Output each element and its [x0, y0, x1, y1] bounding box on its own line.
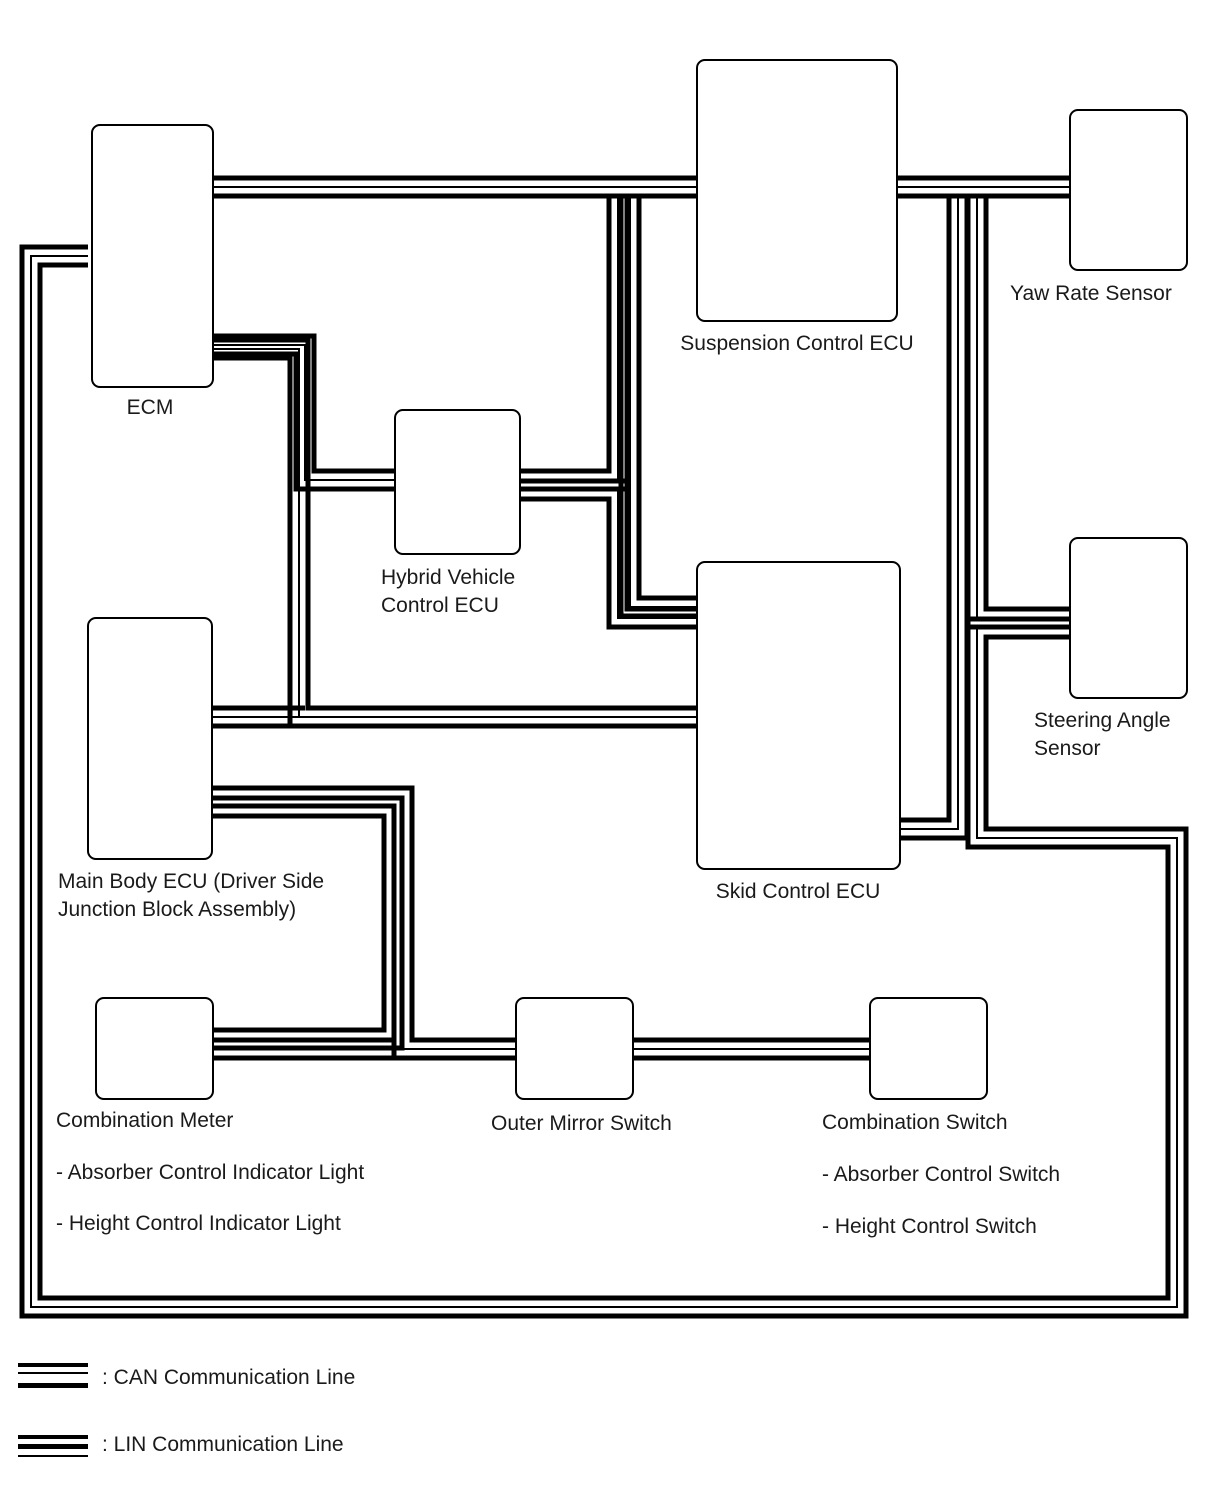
main-body-ecu-box — [87, 617, 213, 860]
bus-mirror-switch — [633, 1037, 870, 1061]
bus-yaw-steering — [965, 197, 1070, 630]
bus-yaw-steering-strand — [983, 197, 1070, 612]
skid-control-ecu-label: Skid Control ECU — [716, 880, 881, 903]
bus-ecm-suspension-top — [213, 175, 697, 199]
bus-hybrid-suspension-strand — [520, 197, 619, 481]
can-line-symbol — [18, 1363, 88, 1388]
hybrid-vehicle-control-ecu-label-line2: Control ECU — [381, 594, 499, 617]
outer-mirror-switch-label: Outer Mirror Switch — [491, 1112, 672, 1135]
bus-suspension-skid — [618, 197, 697, 619]
yaw-rate-sensor-box — [1069, 109, 1188, 271]
bus-hybrid-suspension — [520, 197, 630, 492]
hybrid-vehicle-control-ecu-label-line1: Hybrid Vehicle — [381, 566, 515, 589]
bus-ecm-skid — [213, 337, 697, 729]
combination-meter-box — [95, 997, 214, 1100]
switch-note-height: - Height Control Switch — [822, 1215, 1037, 1238]
bus-outer-loop-strand — [19, 244, 1189, 1319]
bus-suspension-yaw — [897, 175, 1070, 199]
main-body-ecu-label-line1: Main Body ECU (Driver Side — [58, 870, 324, 893]
steering-angle-sensor-box — [1069, 537, 1188, 699]
bus-outer-loop — [19, 244, 1189, 1319]
bus-yaw-steering-strand — [965, 197, 1070, 630]
bus-main-body-meter-strand — [213, 806, 394, 1040]
bus-ecm-skid-strand — [213, 337, 697, 711]
steering-angle-sensor-label-line1: Steering Angle — [1034, 709, 1171, 732]
can-legend-label: : CAN Communication Line — [102, 1366, 355, 1389]
bus-main-body-mirror — [213, 785, 516, 1061]
suspension-control-ecu-box — [696, 59, 898, 322]
combination-switch-label: Combination Switch — [822, 1111, 1008, 1134]
meter-note-height: - Height Control Indicator Light — [56, 1212, 341, 1235]
bus-yaw-steering-strand — [976, 197, 1070, 619]
yaw-rate-sensor-label: Yaw Rate Sensor — [1010, 282, 1172, 305]
legend: : CAN Communication Line : LIN Communica… — [18, 1363, 355, 1457]
hybrid-vehicle-control-ecu-box — [394, 409, 521, 555]
main-body-ecu-label-line2: Junction Block Assembly) — [58, 898, 296, 921]
bus-ecm-hybrid-strand — [213, 333, 395, 474]
bus-suspension-skid-right-strand — [900, 197, 959, 830]
bus-main-body-mirror-strand — [213, 785, 516, 1043]
steering-angle-sensor-label-line2: Sensor — [1034, 737, 1101, 760]
switch-note-absorber: - Absorber Control Switch — [822, 1163, 1060, 1186]
ecm-label: ECM — [127, 396, 174, 419]
bus-hybrid-suspension-strand — [520, 197, 612, 474]
ecm-box — [91, 124, 214, 388]
lin-line-symbol — [18, 1435, 88, 1457]
bus-suspension-skid-strand — [629, 197, 697, 608]
bus-ecm-hybrid-strand — [213, 351, 395, 492]
bus-suspension-skid-right-strand — [900, 197, 952, 823]
bus-suspension-skid-strand — [636, 197, 697, 601]
bus-ecm-skid-strand — [213, 348, 697, 718]
bus-suspension-skid-right — [900, 197, 970, 841]
skid-control-ecu-box — [696, 561, 901, 870]
communication-lines — [19, 175, 1189, 1319]
bus-main-body-mirror-strand — [213, 796, 516, 1050]
bus-outer-loop-strand — [37, 262, 1171, 1301]
combination-switch-box — [869, 997, 988, 1100]
bus-main-body-meter — [213, 795, 405, 1051]
bus-main-body-mirror-strand — [213, 803, 516, 1061]
bus-main-body-meter-strand — [213, 813, 387, 1033]
bus-outer-loop-strand — [30, 255, 1178, 1308]
bus-ecm-hybrid — [213, 333, 395, 492]
combination-meter-label: Combination Meter — [56, 1109, 233, 1132]
bus-hybrid-skid-strand — [520, 478, 697, 612]
bus-suspension-skid-right-strand — [900, 197, 970, 841]
bus-main-body-meter-strand — [213, 795, 405, 1051]
lin-legend-label: : LIN Communication Line — [102, 1433, 344, 1456]
outer-mirror-switch-box — [515, 997, 634, 1100]
suspension-control-ecu-label: Suspension Control ECU — [680, 332, 913, 355]
bus-ecm-main-body — [213, 705, 305, 729]
bus-suspension-skid-strand — [618, 197, 697, 619]
meter-note-absorber: - Absorber Control Indicator Light — [56, 1161, 364, 1184]
bus-hybrid-skid-strand — [520, 496, 697, 630]
bus-hybrid-skid — [520, 478, 697, 630]
bus-ecm-skid-strand — [213, 355, 697, 729]
bus-meter-mirror — [213, 1037, 393, 1061]
bus-ecm-hybrid-strand — [213, 344, 395, 481]
